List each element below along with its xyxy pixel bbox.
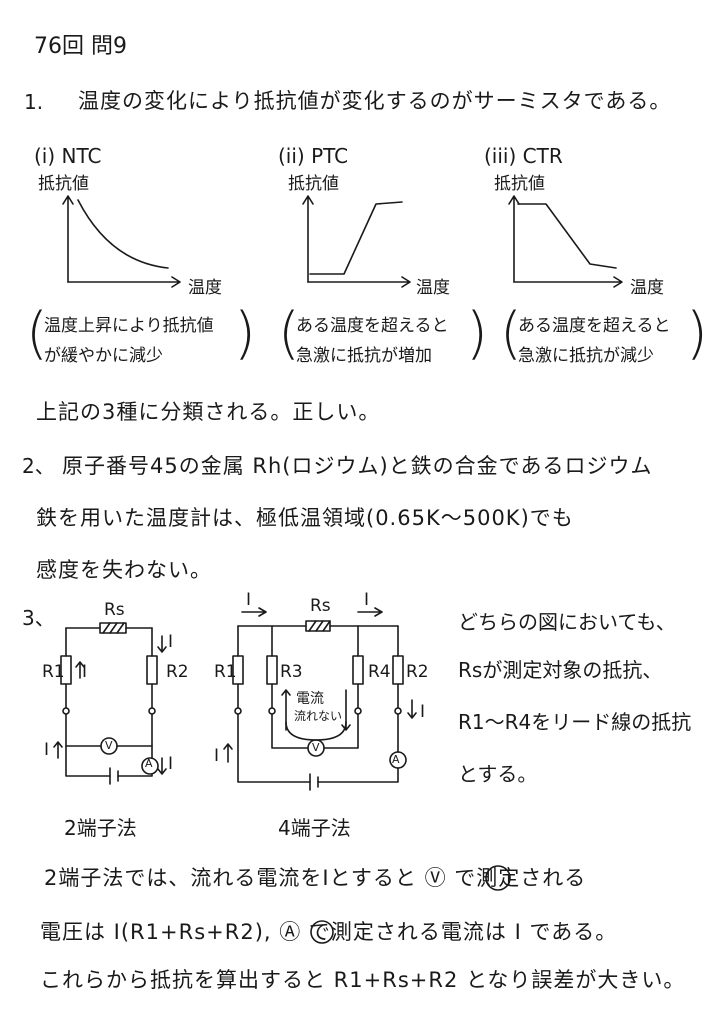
graph-ctr-desc-2: 急激に抵抗が減少 (518, 346, 654, 366)
current-note-2: 流れない (294, 709, 343, 723)
voltmeter-symbol (100, 737, 118, 755)
paren-open: ( (278, 301, 300, 366)
paren-open: ( (26, 301, 48, 366)
ammeter-label: A (392, 753, 400, 766)
ammeter-inline-icon (310, 920, 334, 944)
graph-ntc-ylabel: 抵抗値 (38, 174, 89, 194)
explanation-line-2: 電圧は I(R1+Rs+R2), Ⓐ で測定される電流は I である。 (40, 920, 618, 944)
graph-ptc-desc-2: 急激に抵抗が増加 (296, 346, 432, 366)
graph-ptc-ylabel: 抵抗値 (288, 174, 339, 194)
voltmeter-inline-icon (485, 865, 511, 891)
four-terminal-circuit (223, 607, 417, 791)
page-title: 76回 問9 (34, 34, 127, 59)
battery-symbol (309, 773, 319, 791)
explanation-line-3: これらから抵抗を算出すると R1+Rs+R2 となり誤差が大きい。 (40, 968, 686, 992)
four-term-i-label: I (420, 702, 426, 722)
explanation-line-1: 2端子法では、流れる電流をIとすると Ⓥ で測定される (44, 866, 587, 890)
ptc-graph (302, 195, 411, 288)
two-term-caption: 2端子法 (64, 816, 137, 840)
q3-number: 3、 (22, 606, 55, 630)
voltmeter-symbol (307, 739, 325, 757)
two-term-r2-label: R2 (166, 662, 189, 682)
resistor-r4 (352, 655, 364, 685)
ptc-curve (309, 201, 403, 275)
graph-ntc-xlabel: 温度 (188, 278, 222, 298)
side-note-3: R1〜R4をリード線の抵抗 (458, 710, 692, 734)
graph-ctr-label: (iii) CTR (484, 144, 563, 168)
two-term-i-label: I (168, 754, 174, 774)
four-term-r1-label: R1 (214, 662, 237, 682)
resistor-r1 (232, 655, 244, 685)
four-term-r2-label: R2 (406, 662, 429, 682)
ammeter-symbol (141, 757, 159, 775)
resistor-r2 (392, 655, 404, 685)
graph-ptc-label: (ii) PTC (278, 144, 349, 168)
resistor-r3 (266, 655, 278, 685)
graph-ctr-ylabel: 抵抗値 (494, 174, 545, 194)
current-note-1: 電流 (296, 691, 324, 707)
q1-statement: 温度の変化により抵抗値が変化するのがサーミスタである。 (78, 89, 672, 113)
two-term-rs-label: Rs (104, 600, 125, 620)
graph-ntc-desc-1: 温度上昇により抵抗値 (44, 316, 214, 336)
q2-line-3: 感度を失わない。 (36, 558, 212, 582)
ctr-curve (517, 203, 617, 269)
graph-ptc-xlabel: 温度 (416, 278, 450, 298)
ammeter-symbol (389, 751, 407, 769)
battery-symbol (109, 767, 119, 785)
four-term-r4-label: R4 (368, 662, 391, 682)
two-term-r1-label: R1 (42, 662, 65, 682)
graph-ptc-desc-1: ある温度を超えると (296, 316, 449, 336)
resistor-rs (305, 620, 331, 632)
two-term-i-label: I (44, 740, 50, 760)
q2-line-1: 原子番号45の金属 Rh(ロジウム)と鉄の合金であるロジウム (62, 454, 653, 478)
two-term-i-label: I (168, 632, 174, 652)
four-term-r3-label: R3 (280, 662, 303, 682)
q1-number: 1. (24, 90, 44, 114)
side-note-1: どちらの図においても、 (458, 610, 676, 634)
voltmeter-label: V (312, 741, 320, 754)
resistor-r1 (60, 655, 72, 685)
paren-close: ) (234, 301, 256, 366)
resistor-rs (99, 622, 127, 634)
two-term-i-label: I (82, 662, 88, 682)
q2-number: 2、 (22, 454, 55, 478)
q1-conclusion: 上記の3種に分類される。正しい。 (36, 400, 381, 424)
ntc-curve (77, 199, 169, 269)
graph-ntc-label: (i) NTC (34, 144, 102, 168)
ntc-graph (62, 195, 181, 288)
graph-ctr-xlabel: 温度 (630, 278, 664, 298)
two-terminal-circuit (53, 622, 167, 785)
q2-line-2: 鉄を用いた温度計は、極低温領域(0.65K〜500K)でも (36, 506, 574, 530)
side-note-4: とする。 (458, 762, 538, 786)
paren-open: ( (500, 301, 522, 366)
four-term-i-label: I (246, 590, 252, 610)
four-term-caption: 4端子法 (278, 816, 351, 840)
four-term-rs-label: Rs (310, 596, 331, 616)
paren-close: ) (466, 301, 488, 366)
side-note-2: Rsが測定対象の抵抗、 (458, 658, 663, 682)
graph-ctr-desc-1: ある温度を超えると (518, 316, 671, 336)
voltmeter-label: V (105, 739, 113, 752)
ammeter-label: A (145, 757, 153, 770)
paren-close: ) (686, 301, 708, 366)
resistor-r2 (146, 655, 158, 685)
four-term-i-label: I (214, 746, 220, 766)
ctr-graph (508, 195, 623, 288)
four-term-i-label: I (364, 590, 370, 610)
graph-ntc-desc-2: が緩やかに減少 (44, 346, 163, 366)
